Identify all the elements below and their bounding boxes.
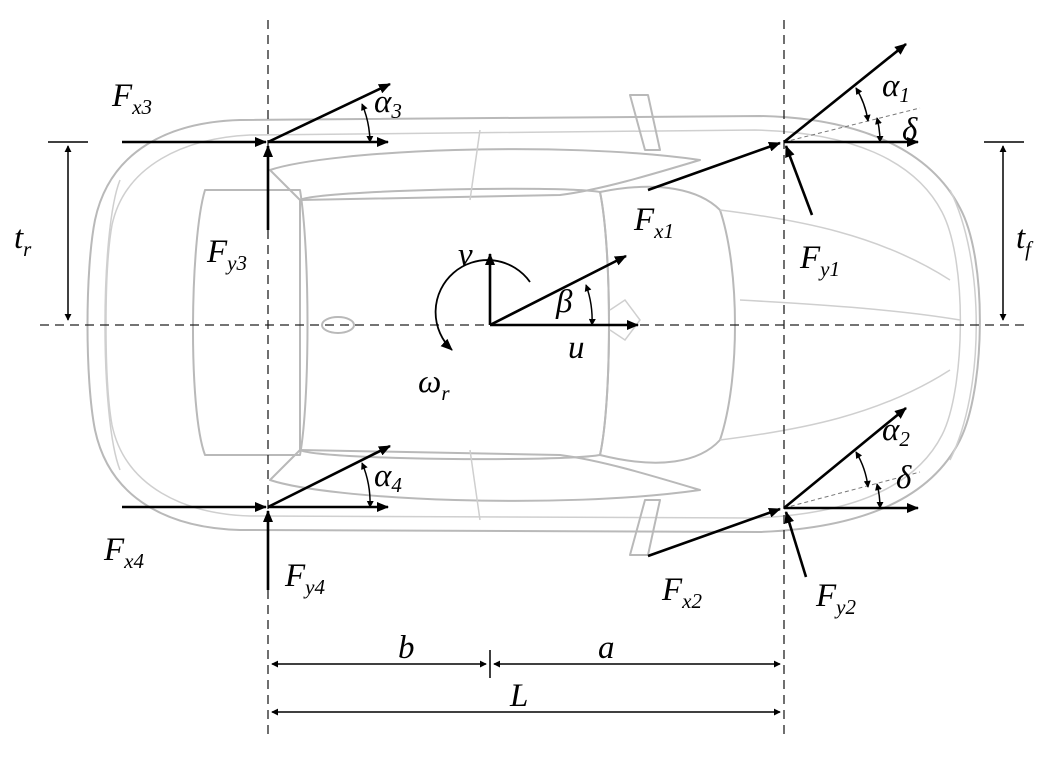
car-body-outer [86, 115, 981, 533]
Fx2-arrow [647, 507, 781, 558]
wheel4-velocity-arrow [267, 444, 391, 509]
label-v: v [458, 237, 473, 273]
label-alpha3: α3 [374, 84, 402, 123]
windshield [599, 185, 736, 464]
label-tf: tf [1016, 220, 1034, 261]
Fx1-arrow [647, 141, 781, 192]
front-right-wheel-heading [783, 471, 921, 509]
label-Fx3: Fx3 [111, 78, 152, 119]
front-left-wheel-heading [783, 107, 921, 143]
label-Fx1: Fx1 [633, 202, 674, 243]
alpha4-arc [361, 462, 374, 508]
label-alpha2: α2 [882, 412, 910, 451]
forces [122, 42, 919, 590]
rear-window [191, 189, 309, 456]
yaw-rate-arc [434, 259, 531, 351]
label-b: b [398, 630, 415, 666]
Fy2-arrow [784, 511, 808, 578]
label-omega: ωr [418, 364, 450, 405]
dimensions [48, 141, 1024, 716]
antenna-fin [609, 298, 641, 342]
Fy1-arrow [784, 145, 814, 216]
label-delta-front-left: δ [902, 112, 918, 148]
label-alpha1: α1 [882, 68, 910, 107]
door-line-bottom [469, 449, 481, 521]
delta2-arc [875, 483, 884, 509]
alpha2-arc [855, 451, 871, 488]
hood-line-bottom [719, 369, 951, 441]
label-Fy4: Fy4 [284, 558, 325, 599]
hood-center [739, 299, 961, 321]
wheel2-velocity-arrow [783, 406, 907, 510]
delta1-arc [875, 117, 884, 143]
wheel1-velocity-arrow [783, 42, 907, 144]
label-Fx2: Fx2 [661, 572, 702, 613]
label-delta-front-right: δ [896, 460, 912, 496]
reference-lines [40, 20, 1030, 740]
angle-arcs [361, 87, 884, 509]
label-Fx4: Fx4 [103, 532, 144, 573]
cg-velocity-arrow [489, 254, 627, 327]
label-L: L [509, 678, 528, 714]
labels: Fx3 Fy3 Fx4 Fy4 Fx1 Fy1 Fx2 Fy2 α3 α4 α1… [14, 68, 1034, 714]
label-Fy2: Fy2 [815, 578, 856, 619]
side-window-top [269, 148, 701, 201]
mirror-bottom [629, 499, 661, 556]
alpha3-arc [361, 103, 374, 143]
side-window-bottom [269, 449, 701, 502]
car-body-inner [105, 129, 962, 519]
label-beta: β [555, 284, 573, 320]
wheel3-velocity-arrow [267, 82, 391, 144]
mirror-top [629, 94, 661, 151]
hood-line-top [719, 209, 951, 281]
label-alpha4: α4 [374, 458, 402, 497]
label-u: u [568, 330, 585, 366]
door-line-top [469, 129, 481, 201]
car-outline [86, 94, 981, 556]
beta-arc [584, 284, 596, 326]
label-Fy3: Fy3 [206, 234, 247, 275]
alpha1-arc [855, 87, 871, 122]
label-tr: tr [14, 220, 32, 261]
label-a: a [598, 630, 615, 666]
roof-emblem [321, 316, 355, 334]
label-Fy1: Fy1 [799, 240, 840, 281]
